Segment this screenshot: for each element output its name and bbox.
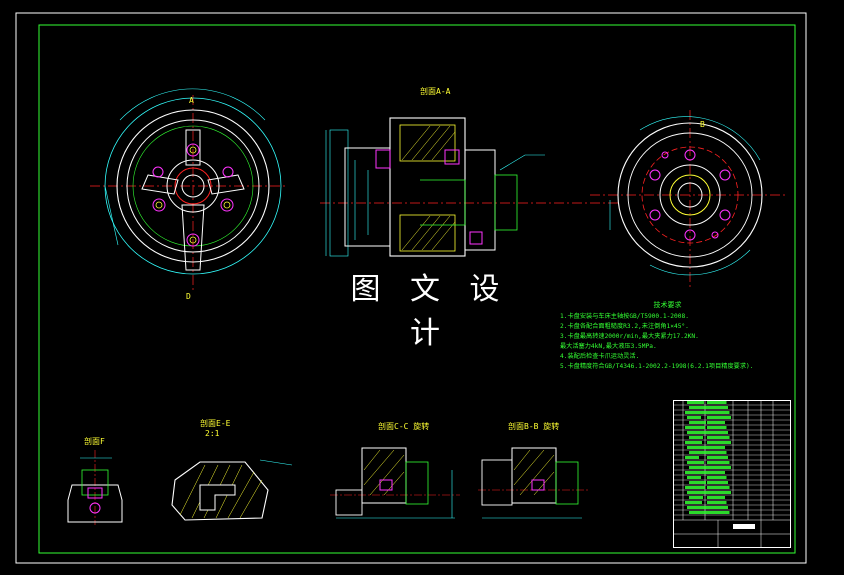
- title-block: [673, 400, 791, 548]
- inner-border: [38, 24, 796, 554]
- section-ee-view: [171, 459, 293, 521]
- note-line: 1.卡盘安装与车床主轴按GB/T5900.1-2008.: [560, 313, 689, 320]
- rear-view: [590, 110, 785, 290]
- front-top-marker: A: [189, 96, 194, 105]
- note-line: 4.装配后检查卡爪运动灵活.: [560, 353, 640, 360]
- note-line: 2.卡盘各配合面粗糙度R3.2,未注倒角1×45°.: [560, 323, 689, 330]
- section-f-view: [67, 450, 123, 525]
- section-bb-label: 剖面B-B 旋转: [508, 422, 560, 431]
- section-bb-view: [478, 447, 590, 519]
- note-line: 3.卡盘最高转速2000r/min,最大夹紧力17.2KN.: [560, 333, 699, 340]
- note-line: 最大活塞力4kN,最大液压3.5MPa.: [560, 343, 657, 350]
- watermark: 图 文 设 计: [330, 268, 530, 351]
- section-ee-scale: 2:1: [205, 429, 220, 438]
- technical-notes: 技术要求 1.卡盘安装与车床主轴按GB/T5900.1-2008. 2.卡盘各配…: [560, 300, 775, 372]
- section-cc-view: [330, 447, 460, 519]
- front-view: [90, 88, 285, 290]
- section-ee-label: 剖面E-E: [200, 419, 231, 428]
- section-cc-label: 剖面C-C 旋转: [378, 422, 430, 431]
- front-bottom-marker: D: [186, 292, 191, 301]
- section-f-label: 剖面F: [84, 437, 105, 446]
- note-line: 5.卡盘精度符合GB/T4346.1-2002.2-1998(6.2.1项目精度…: [560, 363, 754, 370]
- outer-border: [15, 12, 807, 564]
- section-aa-view: [320, 117, 620, 257]
- right-top-marker: B: [700, 120, 705, 129]
- section-aa-label: 剖面A-A: [420, 87, 451, 96]
- technical-notes-title: 技术要求: [653, 301, 682, 309]
